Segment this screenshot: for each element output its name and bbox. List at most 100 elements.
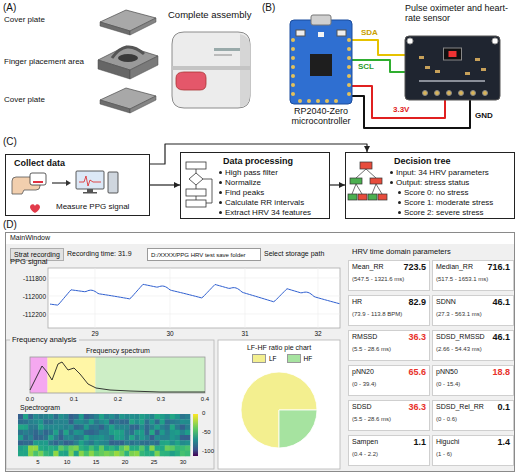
software-window-chrome [30,357,48,393]
software-window-chrome [48,357,96,393]
spectrogram [139,435,144,441]
spectrogram [139,440,144,446]
decision-tree-icon [356,184,362,194]
spectrogram [43,414,48,420]
spectrogram [165,435,170,441]
spectrogram [109,440,114,446]
signal-name: SDA [360,29,379,38]
parameter-cell: pNN2065.6(0 - 39.4) [348,365,430,396]
colorbar-tick: -100 [202,448,214,455]
spectrogram [109,414,114,420]
decision-tree-icon [352,184,356,194]
spectrogram [33,435,38,441]
spectrogram [18,425,23,431]
spectrogram [180,425,185,431]
spectrogram [38,425,43,431]
microcontroller-picture [325,99,329,103]
spectrogram [89,446,94,452]
spectrogram [155,440,160,446]
panel-label: (B) [262,2,275,13]
path-button-text: Select storage path [264,250,324,258]
spectrogram [160,414,165,420]
spectrogram [53,435,58,441]
parameter-range: (5.5 - 28.6 ms) [352,416,391,423]
spectrogram [150,425,155,431]
spectrogram [79,430,84,436]
spectrogram [89,425,94,431]
bullet-text: Normalize [225,178,261,187]
spectrogram [124,435,129,441]
sensor-picture [405,36,500,100]
parameter-cell: SDSD_RMSSD46.1(2.66 - 54.43 ms) [432,330,514,361]
spectrogram [18,414,190,456]
cover-plate-part [130,96,156,113]
process-box: Decision treeInput: 34 HRV parametersOut… [345,152,515,219]
spectrogram [89,414,94,420]
spectrogram [185,440,190,446]
collect-icons [79,176,101,186]
spectrogram [18,451,23,457]
decision-tree-icon [348,194,357,200]
spectrogram [94,419,99,425]
spectrogram [58,435,63,441]
spectrogram [89,451,94,457]
spectrogram [109,435,114,441]
spectrogram [109,419,114,425]
microcontroller-picture [290,20,352,104]
software-window-chrome [218,340,340,469]
spectrogram [104,435,109,441]
parameter-cell: Mean_RR723.5(547.5 - 1321.6 ms) [348,260,430,291]
legend-swatch [287,354,301,363]
spectrogram [155,419,160,425]
legend-swatch [252,354,266,363]
spectrogram [144,440,149,446]
spectrogram [104,425,109,431]
spectrogram [94,440,99,446]
spectrogram [134,446,139,452]
spectrogram [33,451,38,457]
panel-label: (D) [3,219,17,230]
spectrogram [48,451,53,457]
microcontroller-picture [290,20,352,104]
spectrogram [99,414,104,420]
collect-icons [33,181,43,183]
spectrogram [144,414,149,420]
spectrogram [124,440,129,446]
spectrogram [74,414,79,420]
spectrogram [33,440,38,446]
axis-tick: -112200 [23,311,46,318]
spectrogram [74,446,79,452]
spectrogram [185,419,190,425]
bullet-text: High pass filter [225,168,278,177]
spectrogram [180,414,185,420]
parameter-cell: Higuchi1.4(1 - 6) [432,435,514,466]
finger-cradle-part [118,54,138,62]
grid-line [245,268,246,328]
spectrogram [84,419,89,425]
software-window-chrome [48,268,340,328]
spectrogram [180,451,185,457]
spectrogram [139,451,144,457]
spectrogram [84,435,89,441]
software-window-chrome [30,357,205,393]
spectrogram [99,451,104,457]
spectrogram [129,419,134,425]
spectrogram [28,430,33,436]
microcontroller-picture [291,56,295,60]
spectrogram [23,451,28,457]
spectrogram [170,446,175,452]
spectrogram [124,430,129,436]
sensor-picture [435,70,440,73]
spectrogram [23,430,28,436]
spectrogram [33,446,38,452]
spectrogram [99,435,104,441]
sensor-picture [447,91,452,96]
axis-tick: 0.1 [70,396,78,403]
spectrogram [180,430,185,436]
spectrogram [109,451,114,457]
status-text: Recording time: 31.9 [67,250,132,258]
bullet-dot [398,191,401,194]
parameter-cell: SDSD_Rel_RR0.1(0 - 0.6) [432,400,514,431]
spectrogram [84,430,89,436]
spectrogram [53,451,58,457]
